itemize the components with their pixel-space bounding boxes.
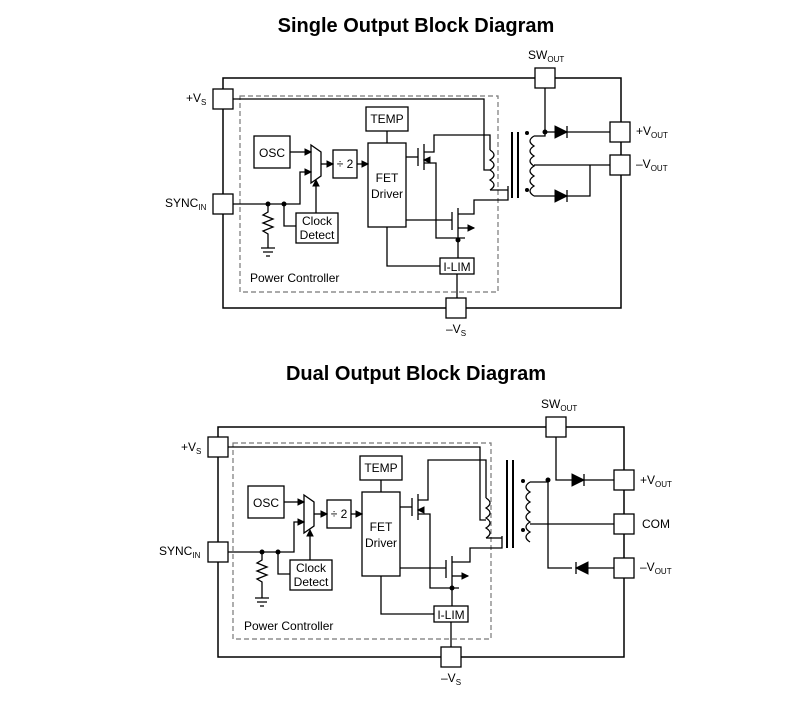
- dual-label-vs-neg: –VS: [441, 671, 461, 687]
- dual-label-vout-neg: –VOUT: [640, 560, 672, 576]
- dual-clock-detect-label-2: Detect: [294, 575, 329, 589]
- dual-label-com: COM: [642, 517, 670, 531]
- single-wiring: [233, 88, 610, 298]
- dual-power-controller-boundary: [232, 442, 492, 640]
- single-osc-label: OSC: [259, 146, 285, 160]
- dual-clock-detect-label-1: Clock: [296, 561, 327, 575]
- dual-pin-sw-out: [545, 416, 567, 438]
- single-fet-driver-label-2: Driver: [371, 187, 403, 201]
- single-pin-sw-out: [534, 67, 556, 89]
- dual-fet-driver-label-2: Driver: [365, 536, 397, 550]
- dual-label-vs-pos: +VS: [181, 440, 201, 456]
- dual-wiring: [228, 437, 614, 647]
- single-label-sync-in: SYNCIN: [165, 196, 207, 212]
- dual-ilim-label: I-LIM: [437, 608, 464, 622]
- dual-fet-driver-label-1: FET: [370, 520, 393, 534]
- dual-pin-vout-neg: [613, 557, 635, 579]
- dual-pin-vs-pos: [207, 436, 229, 458]
- single-clock-detect-label-1: Clock: [302, 214, 333, 228]
- dual-pin-sync-in: [207, 541, 229, 563]
- single-clock-detect-label-2: Detect: [300, 228, 335, 242]
- single-pin-vs-neg: [445, 297, 467, 319]
- dual-output-diagram: Dual Output Block Diagram +VS SYNCIN SWO…: [159, 363, 672, 687]
- single-temp-label: TEMP: [370, 112, 403, 126]
- single-clock-detect-block: [295, 212, 339, 244]
- single-label-vs-pos: +VS: [186, 91, 206, 107]
- dual-fet-driver-block: [361, 491, 401, 577]
- dual-label-sync-in: SYNCIN: [159, 544, 201, 560]
- dual-pin-vs-neg: [440, 646, 462, 668]
- dual-osc-label: OSC: [253, 496, 279, 510]
- single-fet-driver-block: [367, 142, 407, 228]
- dual-clock-detect-block: [289, 559, 333, 591]
- single-label-vout-neg: –VOUT: [636, 157, 668, 173]
- dual-power-controller-label: Power Controller: [244, 619, 333, 633]
- single-label-sw-out: SWOUT: [528, 48, 564, 64]
- dual-label-sw-out: SWOUT: [541, 397, 577, 413]
- single-diagram-title: Single Output Block Diagram: [278, 15, 555, 37]
- dual-mux-symbol: [303, 493, 315, 535]
- single-osc-block: [253, 135, 291, 169]
- single-pin-vout-pos: [609, 121, 631, 143]
- dual-divide-by-2-label: ÷ 2: [331, 507, 348, 521]
- single-ilim-label: I-LIM: [443, 260, 470, 274]
- single-power-controller-label: Power Controller: [250, 271, 339, 285]
- single-power-controller-boundary: [239, 95, 499, 293]
- single-label-vs-neg: –VS: [446, 322, 466, 338]
- single-pin-sync-in: [212, 193, 234, 215]
- single-output-diagram: Single Output Block Diagram +VS SYNCIN S…: [165, 15, 668, 338]
- dual-temp-label: TEMP: [364, 461, 397, 475]
- single-mux-symbol: [310, 143, 322, 185]
- single-fet-driver-label-1: FET: [376, 171, 399, 185]
- dual-diagram-title: Dual Output Block Diagram: [286, 363, 546, 385]
- dual-pin-com: [613, 513, 635, 535]
- dual-label-vout-pos: +VOUT: [640, 473, 672, 489]
- single-pin-vout-neg: [609, 154, 631, 176]
- single-divide-by-2-label: ÷ 2: [337, 157, 354, 171]
- dual-temp-block: [359, 455, 403, 481]
- single-label-vout-pos: +VOUT: [636, 124, 668, 140]
- single-pin-vs-pos: [212, 88, 234, 110]
- dual-pin-vout-pos: [613, 469, 635, 491]
